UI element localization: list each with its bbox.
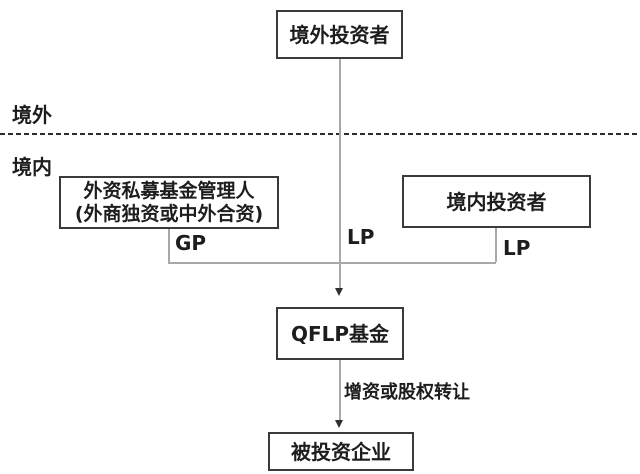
- investment-method-label: 增资或股权转让: [344, 382, 470, 403]
- connector-horizontal-bus-line: [168, 262, 496, 264]
- node-foreign-fund-manager: 外资私募基金管理人 (外商独资或中外合资): [59, 176, 279, 229]
- node-domestic-investor-label: 境内投资者: [446, 189, 547, 214]
- connector-fund-manager-drop-line: [168, 229, 170, 262]
- node-foreign-fund-manager-label-line2: (外商独资或中外合资): [74, 202, 264, 225]
- lp-role-label-domestic: LP: [503, 236, 531, 260]
- node-qflp-fund: QFLP基金: [276, 307, 404, 360]
- connector-domestic-investor-drop-line: [495, 228, 497, 262]
- node-qflp-fund-label: QFLP基金: [290, 321, 390, 346]
- connector-foreign-investor-to-qflp-line: [339, 58, 341, 288]
- onshore-region-label: 境内: [12, 155, 52, 179]
- offshore-region-label: 境外: [12, 103, 52, 127]
- connector-qflp-to-investee-line: [339, 360, 341, 420]
- arrowhead-into-investee-company: [335, 420, 343, 428]
- node-investee-company: 被投资企业: [268, 432, 414, 471]
- node-foreign-investor: 境外投资者: [276, 10, 403, 59]
- arrowhead-into-qflp-fund: [335, 288, 343, 296]
- node-foreign-fund-manager-label-line1: 外资私募基金管理人: [83, 179, 255, 202]
- node-investee-company-label: 被投资企业: [291, 439, 391, 464]
- node-domestic-investor: 境内投资者: [402, 175, 591, 228]
- node-foreign-investor-label: 境外投资者: [289, 22, 390, 47]
- lp-role-label-foreign: LP: [347, 225, 375, 249]
- offshore-onshore-divider-line: [0, 133, 640, 135]
- gp-role-label: GP: [175, 231, 207, 255]
